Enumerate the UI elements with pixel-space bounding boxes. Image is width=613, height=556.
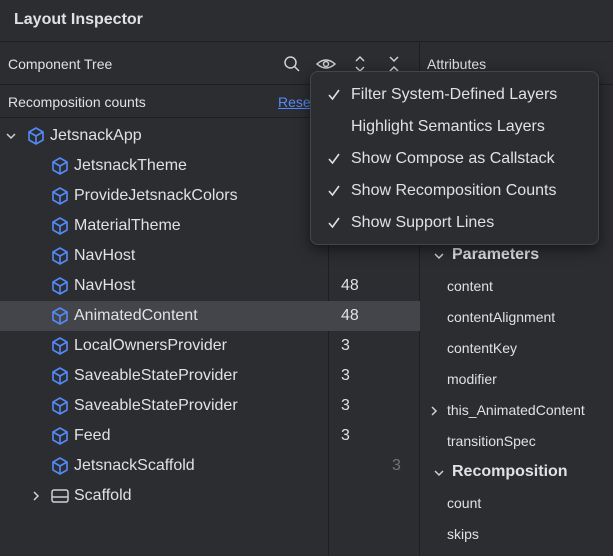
- compose-node-icon: [52, 397, 68, 415]
- recomposition-count: 3: [341, 397, 350, 414]
- tree-row[interactable]: AnimatedContent 48: [0, 301, 420, 331]
- tree-row[interactable]: JetsnackApp: [0, 121, 420, 151]
- parameter-name: this_AnimatedContent: [447, 402, 585, 418]
- compose-node-icon: [52, 157, 68, 175]
- recomposition-attribute-row[interactable]: skips: [421, 519, 613, 550]
- tree-node-label: SaveableStateProvider: [74, 367, 238, 384]
- recomposition-attribute-row[interactable]: count: [421, 488, 613, 519]
- tree-row[interactable]: Scaffold: [0, 481, 420, 511]
- compose-node-icon: [52, 247, 68, 265]
- parameter-row[interactable]: transitionSpec: [421, 426, 613, 457]
- tree-node-label: AnimatedContent: [74, 307, 198, 324]
- attributes-label: Attributes: [427, 56, 487, 72]
- compose-node-icon: [28, 127, 44, 145]
- tree-row[interactable]: JetsnackTheme: [0, 151, 420, 181]
- compose-node-icon: [52, 457, 68, 475]
- compose-node-icon: [52, 277, 68, 295]
- parameter-name: modifier: [447, 371, 497, 387]
- eye-icon[interactable]: [315, 54, 337, 74]
- scaffold-layout-icon: [51, 489, 69, 503]
- recomposition-count: 3: [392, 457, 401, 474]
- compose-node-icon: [52, 217, 68, 235]
- menu-item-label: Show Support Lines: [351, 214, 495, 231]
- compose-node-icon: [52, 187, 68, 205]
- checkmark-icon: [328, 153, 340, 165]
- tree-node-label: Feed: [74, 427, 111, 444]
- parameter-row[interactable]: content: [421, 271, 613, 302]
- recomposition-counts-label: Recomposition counts: [8, 94, 146, 110]
- tree-row[interactable]: JetsnackScaffold 3: [0, 451, 420, 481]
- parameter-row[interactable]: this_AnimatedContent: [421, 395, 613, 426]
- parameters-section-header[interactable]: Parameters: [421, 241, 613, 271]
- recomposition-counts-bar: Recomposition counts Reset: [0, 86, 420, 118]
- parameter-row[interactable]: contentKey: [421, 333, 613, 364]
- title-bar: Layout Inspector: [0, 0, 613, 42]
- tree-node-label: MaterialTheme: [74, 217, 181, 234]
- menu-item-label: Show Recomposition Counts: [351, 182, 557, 199]
- menu-item[interactable]: Show Recomposition Counts: [311, 175, 598, 207]
- parameter-row[interactable]: contentAlignment: [421, 302, 613, 333]
- recomposition-count: 48: [341, 277, 359, 294]
- compose-node-icon: [52, 337, 68, 355]
- tree-node-label: NavHost: [74, 277, 136, 294]
- tree-row[interactable]: Feed 3: [0, 421, 420, 451]
- tree-row[interactable]: MaterialTheme: [0, 211, 420, 241]
- tree-node-label: JetsnackTheme: [74, 157, 187, 174]
- menu-item[interactable]: Highlight Semantics Layers: [311, 111, 598, 143]
- chevron-right-icon[interactable]: [30, 489, 42, 503]
- parameter-name: contentAlignment: [447, 309, 556, 325]
- compose-node-icon: [52, 367, 68, 385]
- parameters-label: Parameters: [452, 246, 540, 263]
- component-tree-label: Component Tree: [8, 56, 113, 72]
- parameter-name: transitionSpec: [447, 433, 536, 449]
- parameter-row[interactable]: modifier: [421, 364, 613, 395]
- chevron-down-icon: [434, 470, 444, 477]
- recomposition-count: 3: [341, 367, 350, 384]
- window-title: Layout Inspector: [14, 11, 143, 28]
- counts-column-divider: [328, 119, 329, 556]
- menu-item[interactable]: Show Compose as Callstack: [311, 143, 598, 175]
- collapse-all-icon[interactable]: [384, 54, 404, 74]
- menu-item-label: Show Compose as Callstack: [351, 150, 555, 167]
- chevron-right-icon[interactable]: [429, 405, 439, 417]
- tree-row[interactable]: ProvideJetsnackColors: [0, 181, 420, 211]
- component-tree-header: Component Tree: [0, 43, 420, 85]
- tree-node-label: SaveableStateProvider: [74, 397, 238, 414]
- menu-item[interactable]: Show Support Lines: [311, 207, 598, 239]
- compose-node-icon: [52, 307, 68, 325]
- tree-row[interactable]: SaveableStateProvider 3: [0, 391, 420, 421]
- recomposition-attribute-name: skips: [447, 526, 479, 542]
- menu-item[interactable]: Filter System-Defined Layers: [311, 79, 598, 111]
- recomposition-label: Recomposition: [452, 463, 568, 480]
- tree-row[interactable]: NavHost: [0, 241, 420, 271]
- parameter-name: contentKey: [447, 340, 518, 356]
- recomposition-section-header[interactable]: Recomposition: [421, 458, 613, 488]
- tree-node-label: LocalOwnersProvider: [74, 337, 227, 354]
- chevron-down-icon[interactable]: [5, 129, 17, 143]
- recomposition-count: 3: [341, 427, 350, 444]
- tree-node-label: NavHost: [74, 247, 136, 264]
- checkmark-icon: [328, 185, 340, 197]
- tree-row[interactable]: LocalOwnersProvider 3: [0, 331, 420, 361]
- checkmark-icon: [328, 89, 340, 101]
- menu-item-label: Highlight Semantics Layers: [351, 118, 545, 135]
- tree-node-label: JetsnackScaffold: [74, 457, 195, 474]
- menu-item-label: Filter System-Defined Layers: [351, 86, 558, 103]
- parameter-name: content: [447, 278, 493, 294]
- tree-row[interactable]: NavHost 48: [0, 271, 420, 301]
- tree-node-label: Scaffold: [74, 487, 132, 504]
- tree-node-label: ProvideJetsnackColors: [74, 187, 238, 204]
- recomposition-count: 48: [341, 307, 359, 324]
- chevron-down-icon: [434, 253, 444, 260]
- recomposition-attribute-name: count: [447, 495, 482, 511]
- checkmark-icon: [328, 217, 340, 229]
- tree-row[interactable]: SaveableStateProvider 3: [0, 361, 420, 391]
- reset-link[interactable]: Reset: [278, 94, 310, 110]
- recomposition-count: 3: [341, 337, 350, 354]
- tree-node-label: JetsnackApp: [50, 127, 142, 144]
- search-icon[interactable]: [282, 54, 302, 74]
- compose-node-icon: [52, 427, 68, 445]
